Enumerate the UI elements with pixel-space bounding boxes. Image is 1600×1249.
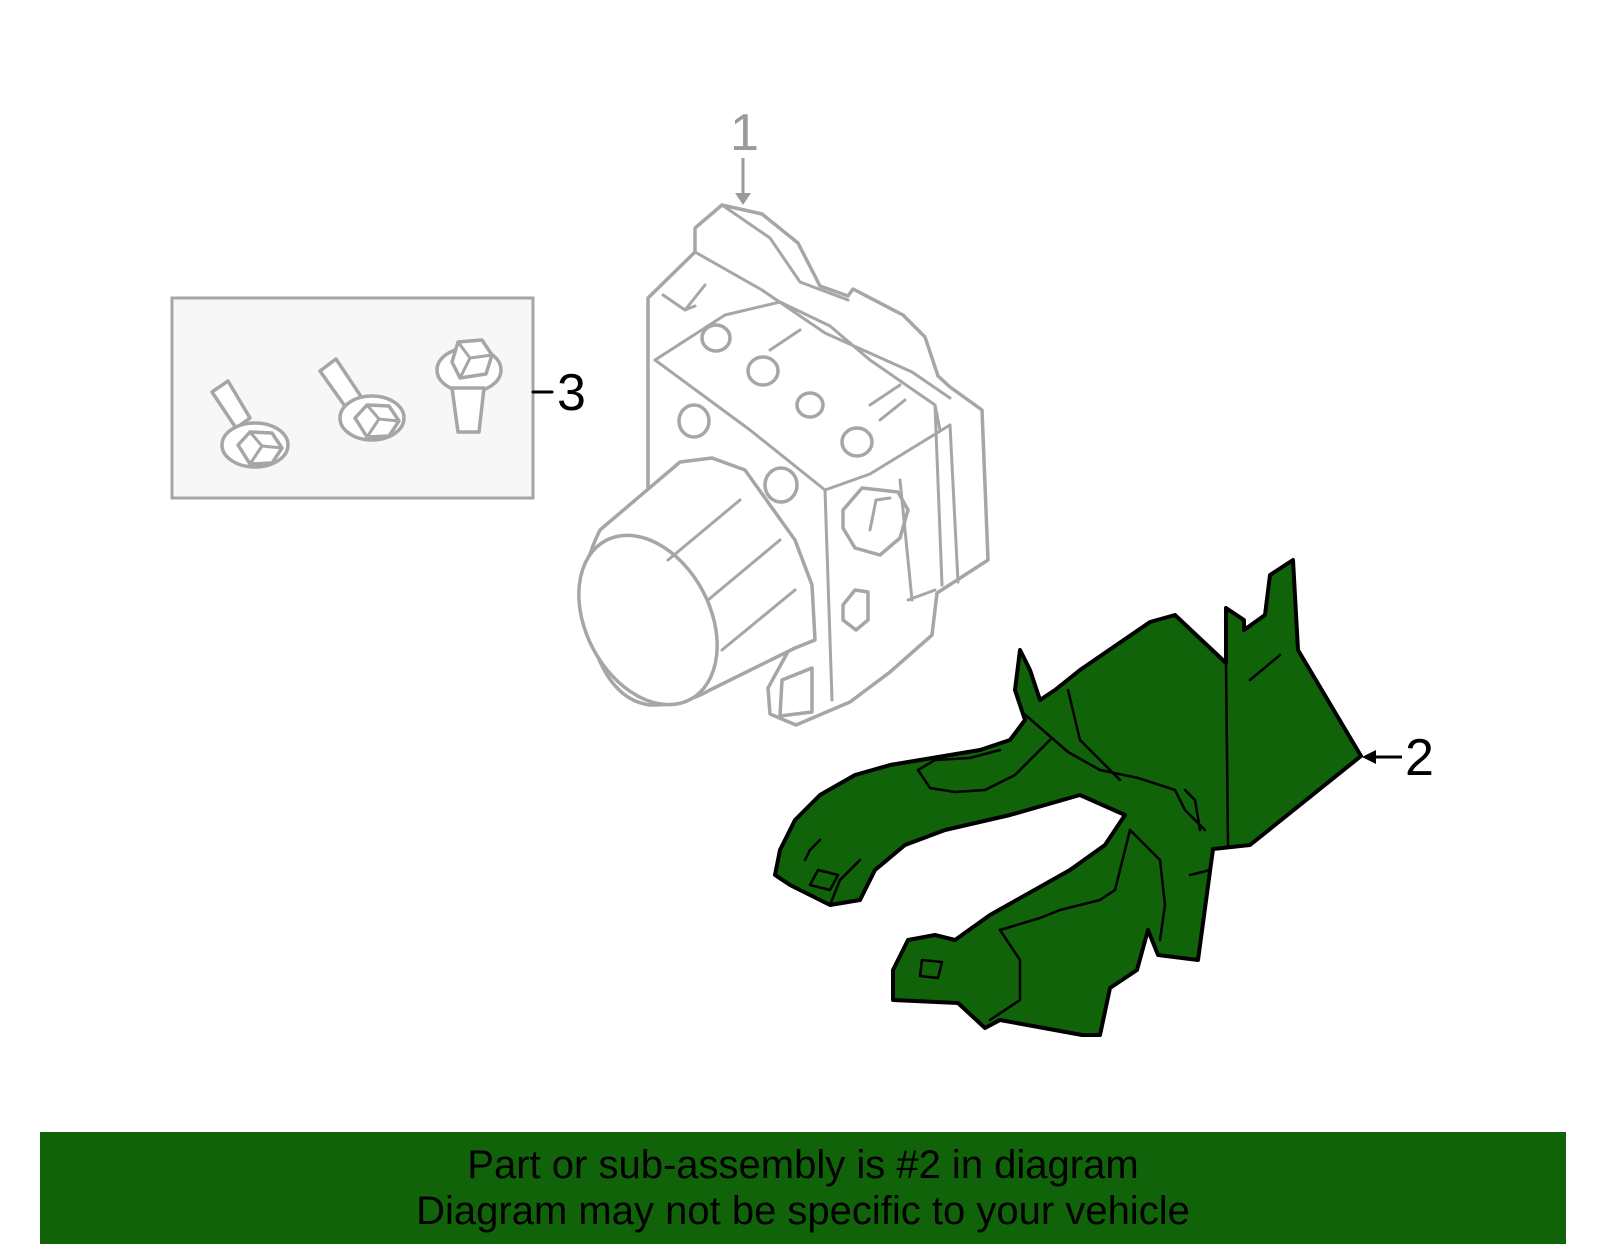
info-banner: Part or sub-assembly is #2 in diagram Di… bbox=[40, 1132, 1566, 1244]
bolt-icon bbox=[210, 379, 290, 469]
banner-line-2: Diagram may not be specific to your vehi… bbox=[416, 1189, 1190, 1233]
slot-hole bbox=[918, 958, 944, 980]
bolt-icon bbox=[435, 338, 503, 434]
bracket-part-2: 2 bbox=[773, 558, 1434, 1037]
abs-modulator-ghost: 1 bbox=[577, 104, 990, 727]
callout-1: 1 bbox=[730, 104, 759, 162]
bolt-kit-group: 3 bbox=[170, 296, 586, 500]
bracket-body bbox=[773, 558, 1363, 1037]
callout-2: 2 bbox=[1405, 729, 1434, 787]
banner-line-1: Part or sub-assembly is #2 in diagram bbox=[467, 1143, 1139, 1187]
slot-hole bbox=[808, 868, 840, 892]
bolt-icon bbox=[318, 357, 406, 442]
callout-3: 3 bbox=[557, 364, 586, 422]
